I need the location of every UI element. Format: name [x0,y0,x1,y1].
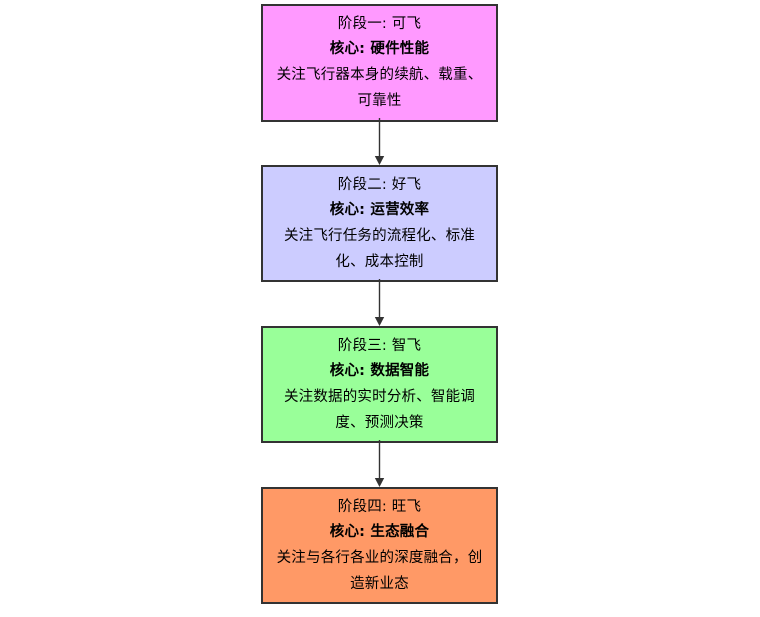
edge-arrowhead-icon [374,156,385,165]
flow-node-core: 核心: 硬件性能 [329,41,430,57]
flow-edge-stage-1-to-stage-2 [0,118,760,168]
edge-arrowhead-icon [374,317,385,326]
flow-node-stage-3[interactable]: 阶段三: 智飞 核心: 数据智能 关注数据的实时分析、智能调度、预测决策 [261,326,498,443]
flow-node-stage-4[interactable]: 阶段四: 旺飞 核心: 生态融合 关注与各行各业的深度融合，创造新业态 [261,487,498,604]
flow-node-core: 核心: 生态融合 [329,523,430,540]
flow-edge-stage-3-to-stage-4 [0,440,760,490]
flow-node-description: 关注飞行任务的流程化、标准化、成本控制 [283,227,476,270]
flow-node-description: 关注数据的实时分析、智能调度、预测决策 [283,388,476,431]
flow-node-stage-2[interactable]: 阶段二: 好飞 核心: 运营效率 关注飞行任务的流程化、标准化、成本控制 [261,165,498,282]
flow-node-title: 阶段二: 好飞 [337,176,422,193]
flow-node-title: 阶段三: 智飞 [337,337,422,354]
flow-node-core: 核心: 数据智能 [329,362,430,379]
flow-node-description: 关注与各行各业的深度融合，创造新业态 [276,549,483,592]
flow-node-stage-1[interactable]: 阶段一: 可飞 核心: 硬件性能 关注飞行器本身的续航、载重、可靠性 [261,4,498,122]
flow-node-title: 阶段四: 旺飞 [337,498,422,515]
flow-node-core: 核心: 运营效率 [329,201,430,218]
edge-arrowhead-icon [374,478,385,487]
flow-node-title: 阶段一: 可飞 [337,16,422,32]
flow-edge-stage-2-to-stage-3 [0,279,760,329]
flow-node-description: 关注飞行器本身的续航、载重、可靠性 [276,67,483,109]
